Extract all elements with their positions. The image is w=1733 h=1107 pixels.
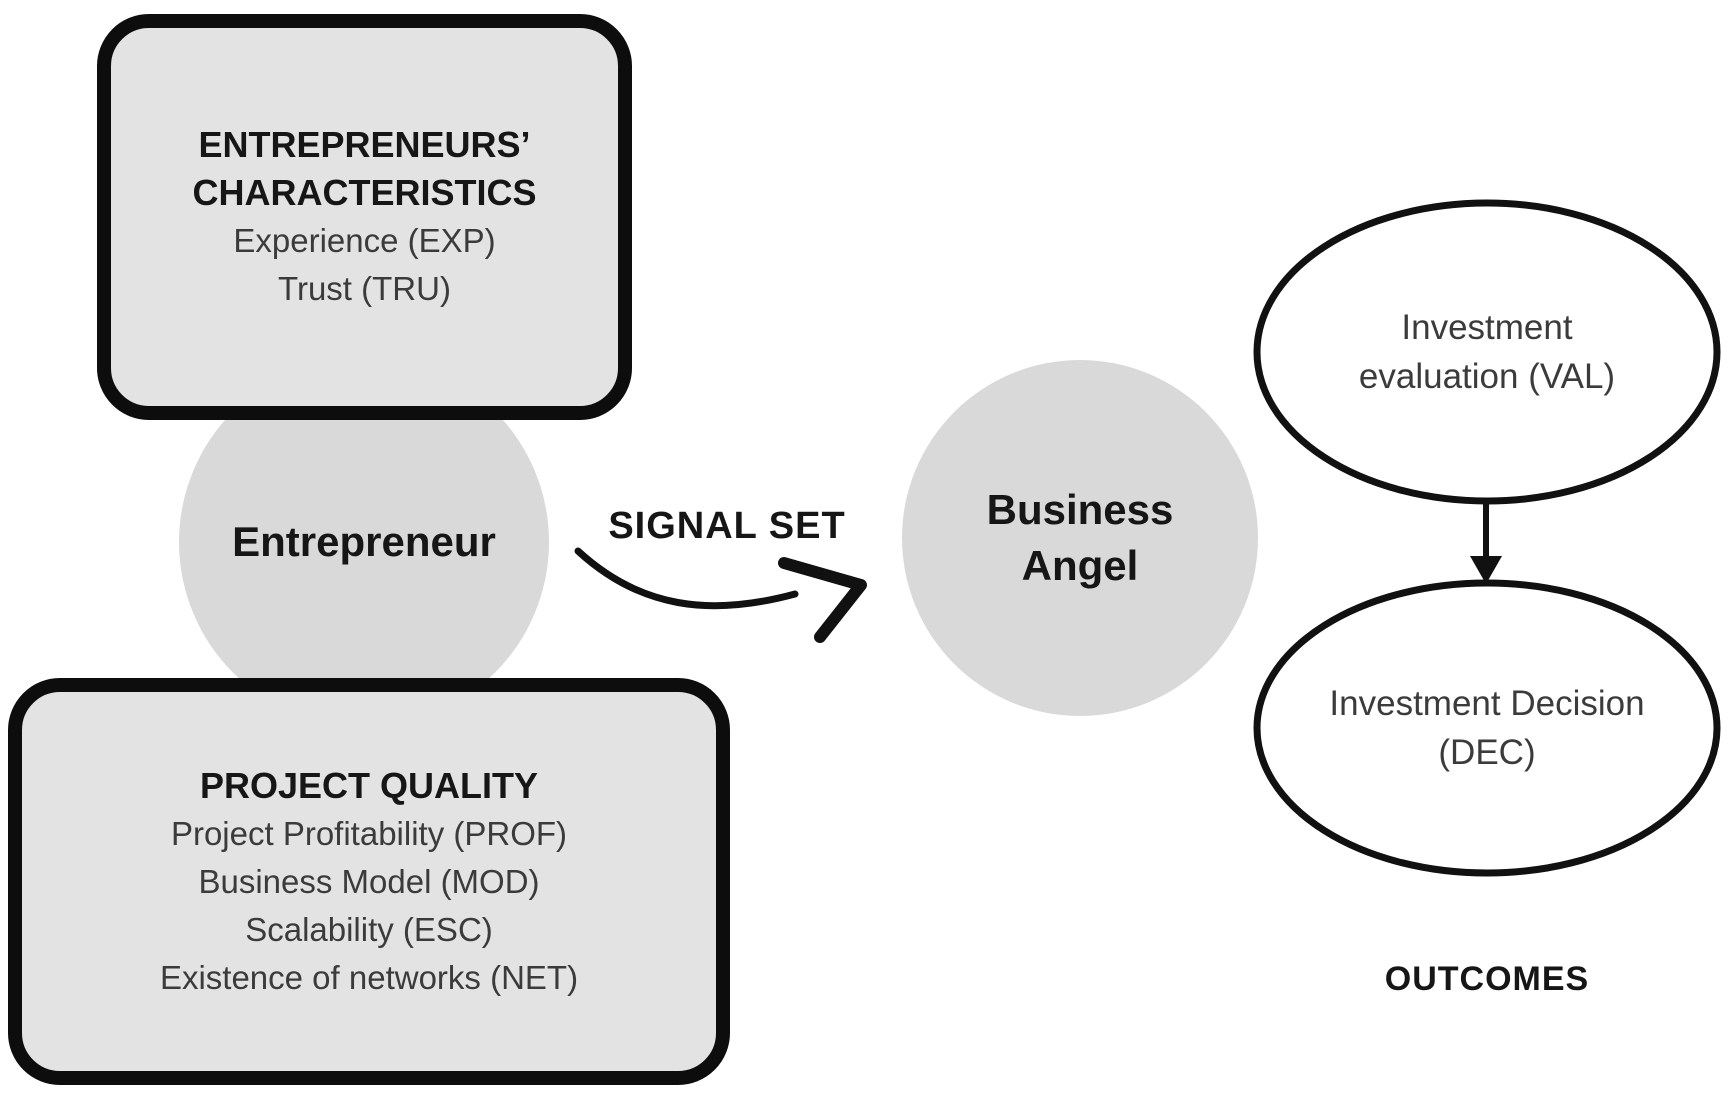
- project-quality-item-scalability: Scalability (ESC): [245, 910, 493, 948]
- business-angel-circle: Business Angel: [902, 360, 1258, 716]
- investment-decision-line2: (DEC): [1438, 733, 1536, 772]
- characteristics-title-line2: CHARACTERISTICS: [192, 172, 537, 213]
- investment-decision-ellipse: [1253, 579, 1721, 877]
- characteristics-title-line1: ENTREPRENEURS’: [198, 124, 531, 165]
- project-quality-item-networks: Existence of networks (NET): [159, 958, 579, 996]
- investment-evaluation-line1: Investment: [1401, 308, 1573, 347]
- signal-set-arrow-shaft: [574, 547, 799, 610]
- investment-evaluation-label: Investment evaluation (VAL): [1257, 203, 1717, 501]
- characteristics-item-experience: Experience (EXP): [233, 222, 496, 259]
- investment-decision-label: Investment Decision (DEC): [1257, 583, 1717, 873]
- entrepreneurs-characteristics-box: ENTREPRENEURS’ CHARACTERISTICS Experienc…: [97, 14, 632, 420]
- evaluation-to-decision-arrowhead-icon: [1470, 556, 1502, 584]
- characteristics-item-trust: Trust (TRU): [278, 270, 451, 307]
- investment-decision-line1: Investment Decision: [1329, 684, 1645, 723]
- investment-evaluation-line2: evaluation (VAL): [1358, 357, 1616, 396]
- business-angel-label-line1: Business: [986, 486, 1174, 533]
- project-quality-title: PROJECT QUALITY: [199, 764, 539, 806]
- project-quality-box: PROJECT QUALITY Project Profitability (P…: [8, 678, 730, 1085]
- signal-set-arrowhead-icon: [778, 557, 867, 643]
- entrepreneur-label: Entrepreneur: [232, 518, 496, 565]
- business-angel-label-line2: Angel: [1021, 542, 1139, 589]
- outcomes-caption: OUTCOMES: [1384, 960, 1590, 998]
- project-quality-item-business-model: Business Model (MOD): [198, 862, 540, 900]
- signal-set-label: SIGNAL SET: [608, 505, 846, 547]
- project-quality-item-profitability: Project Profitability (PROF): [170, 814, 568, 852]
